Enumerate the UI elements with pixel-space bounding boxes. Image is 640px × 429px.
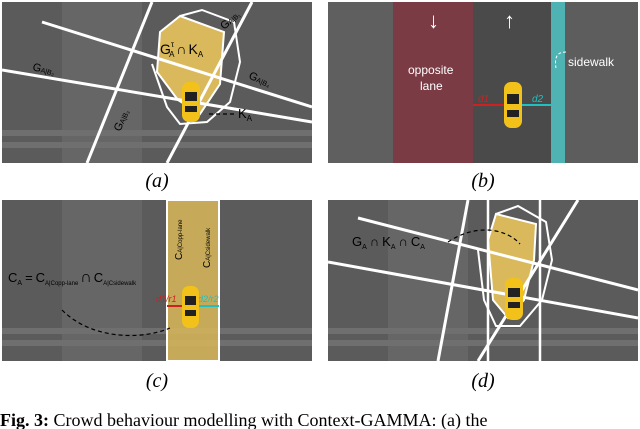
label-gb2: GA|B₂ bbox=[31, 61, 56, 78]
figure-caption: Fig. 3: Crowd behaviour modelling with C… bbox=[0, 410, 640, 429]
down-arrow: ↓ bbox=[428, 8, 439, 33]
sub-label-c: (c) bbox=[145, 370, 169, 392]
caption-fig-label: Fig. 3: bbox=[0, 410, 49, 429]
panel-c-scene: CA|Copp-lane CA|Csidewalk CA=CA|Copp-lan… bbox=[2, 200, 312, 361]
car-d bbox=[505, 278, 523, 320]
panel-b-scene: ↓ ↑ opposite lane sidewalk d1 d2 bbox=[328, 2, 638, 163]
label-ca-eq: CA=CA|Copp-lane∩CA|Csidewalk bbox=[8, 269, 137, 287]
sub-label-d: (d) bbox=[471, 370, 495, 392]
sub-label-a: (a) bbox=[145, 170, 169, 192]
label-d1: d1 bbox=[478, 94, 489, 105]
up-arrow: ↑ bbox=[504, 8, 515, 33]
car-a bbox=[182, 82, 200, 122]
panel-c: CA|Copp-lane CA|Csidewalk CA=CA|Copp-lan… bbox=[2, 200, 312, 361]
panel-b: ↓ ↑ opposite lane sidewalk d1 d2 bbox=[328, 2, 638, 163]
car-b bbox=[504, 82, 522, 128]
label-opposite: opposite bbox=[408, 63, 454, 77]
label-gkc: GA∩KA∩CA bbox=[352, 234, 425, 251]
label-lane: lane bbox=[420, 79, 443, 93]
label-d2: d2 bbox=[532, 94, 544, 105]
label-vert2: CA|Csidewalk bbox=[202, 227, 213, 268]
label-d1r1: d1/r1 bbox=[156, 294, 177, 304]
label-sidewalk: sidewalk bbox=[568, 55, 615, 69]
panel-d: GA∩KA∩CA bbox=[328, 200, 638, 361]
label-vert1: CA|Copp-lane bbox=[174, 219, 185, 260]
car-c bbox=[182, 286, 199, 328]
label-d2r2: d2/r2 bbox=[198, 294, 219, 304]
panel-d-scene: GA∩KA∩CA bbox=[328, 200, 638, 361]
sub-label-b: (b) bbox=[471, 170, 495, 192]
caption-text: Crowd behaviour modelling with Context-G… bbox=[49, 410, 488, 429]
label-ka-pointer: KA bbox=[238, 106, 253, 123]
